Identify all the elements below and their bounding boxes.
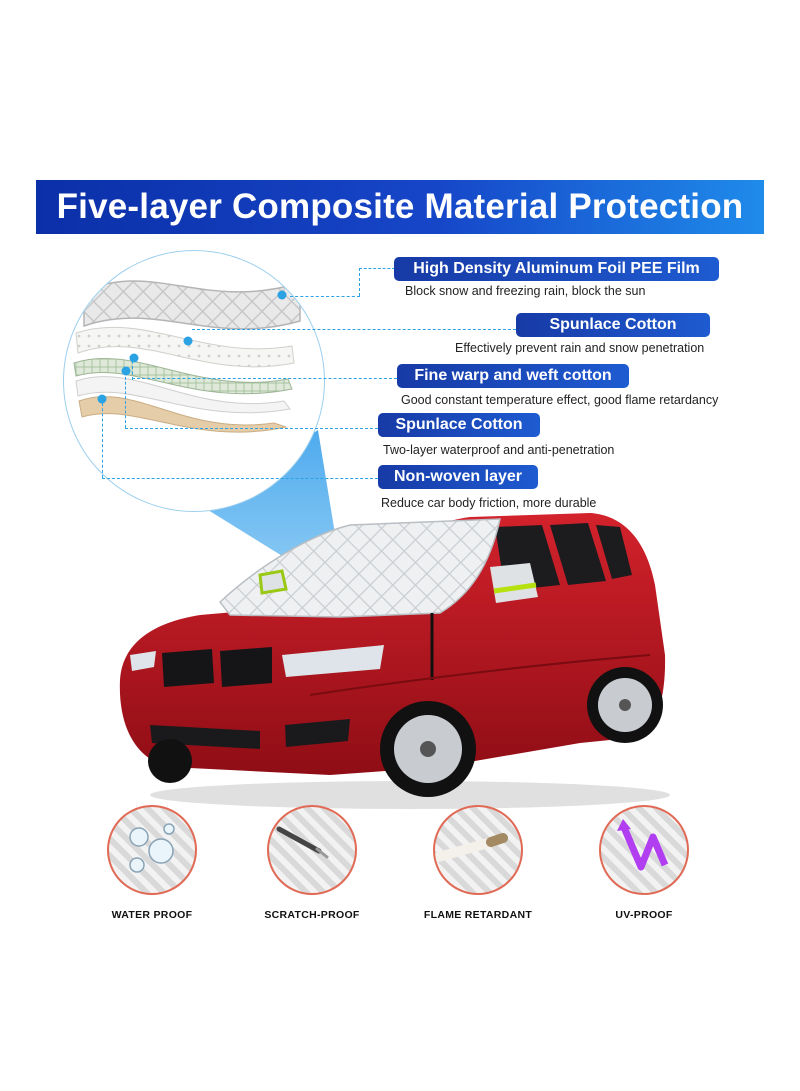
layer-label-non-woven: Non-woven layer: [378, 465, 538, 489]
connector-1-end: [359, 268, 395, 269]
car-with-windshield-cover: [119, 513, 670, 809]
connector-4: [125, 428, 378, 429]
feature-uv-proof: UV-PROOF: [584, 805, 704, 921]
layer-label-spunlace-cotton-2: Spunlace Cotton: [378, 413, 540, 437]
connector-3: [132, 378, 397, 379]
scratch-tool-icon: [267, 805, 357, 895]
feature-flame-retardant: FLAME RETARDANT: [418, 805, 538, 921]
layers-illustration: [73, 280, 301, 433]
title-banner: Five-layer Composite Material Protection: [36, 180, 764, 234]
uv-arrows-icon: [599, 805, 689, 895]
layer-desc-spunlace-cotton-2: Two-layer waterproof and anti-penetratio…: [383, 443, 615, 457]
cigarette-icon: [433, 805, 523, 895]
layer-desc-spunlace-cotton-1: Effectively prevent rain and snow penetr…: [455, 341, 705, 355]
water-drops-icon: [107, 805, 197, 895]
connector-4-vertical: [125, 372, 126, 428]
feature-water-proof: WATER PROOF: [92, 805, 212, 921]
connector-1-vertical: [359, 268, 360, 296]
connector-1: [290, 296, 360, 297]
feature-label-scratch-proof: SCRATCH-PROOF: [264, 909, 360, 921]
connector-5: [102, 478, 378, 479]
feature-label-water-proof: WATER PROOF: [111, 909, 193, 921]
layer-label-spunlace-cotton-1: Spunlace Cotton: [516, 313, 710, 337]
feature-label-uv-proof: UV-PROOF: [615, 909, 673, 921]
connector-2: [192, 329, 516, 330]
connector-5-vertical: [102, 398, 103, 478]
layer-desc-aluminum-foil: Block snow and freezing rain, block the …: [405, 284, 646, 298]
layer-desc-non-woven: Reduce car body friction, more durable: [381, 496, 597, 510]
layer-label-aluminum-foil: High Density Aluminum Foil PEE Film: [394, 257, 719, 281]
banner-title: Five-layer Composite Material Protection: [56, 187, 744, 226]
feature-label-flame-retardant: FLAME RETARDANT: [423, 909, 533, 921]
layer-desc-warp-weft-cotton: Good constant temperature effect, good f…: [401, 393, 719, 407]
connector-3-vertical: [132, 355, 133, 380]
feature-scratch-proof: SCRATCH-PROOF: [252, 805, 372, 921]
layer-label-warp-weft-cotton: Fine warp and weft cotton: [397, 364, 629, 388]
